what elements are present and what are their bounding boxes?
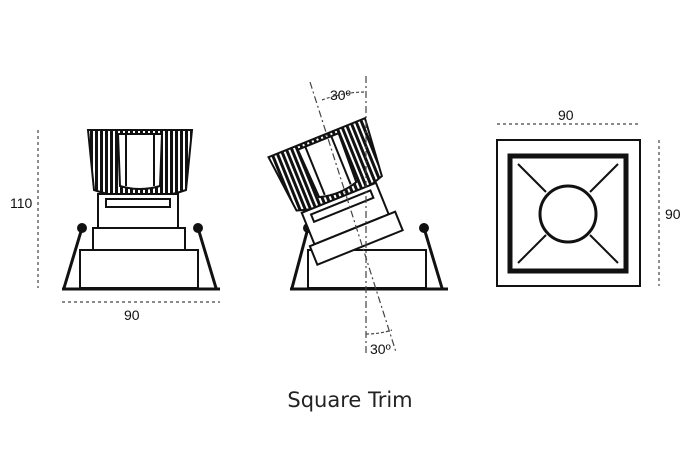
tilt-angle-bottom-label: 30º: [370, 341, 391, 357]
tilt-view: [267, 76, 448, 355]
tilt-clip-left: [290, 227, 310, 289]
trim-lens: [538, 184, 598, 244]
trim-width-label: 90: [558, 107, 574, 123]
front-width-label: 90: [124, 307, 140, 323]
trim-inner-square: [507, 153, 629, 274]
tilt-body: [267, 116, 404, 267]
front-collar: [92, 227, 186, 251]
trim-outer-square: [496, 139, 641, 287]
tilt-angle-top-label: 30º: [330, 87, 351, 103]
trim-top-view: [496, 139, 641, 287]
trim-dimension-lines: [497, 123, 660, 286]
front-clip-left: [62, 227, 84, 289]
diagram-caption: Square Trim: [287, 388, 413, 412]
trim-height-label: 90: [665, 206, 681, 222]
tilt-clip-right: [422, 227, 444, 289]
front-height-label: 110: [10, 195, 33, 211]
front-clip-right: [196, 227, 218, 289]
front-view: [62, 129, 220, 291]
front-trim: [79, 249, 199, 289]
front-dimension-lines: [37, 130, 220, 303]
